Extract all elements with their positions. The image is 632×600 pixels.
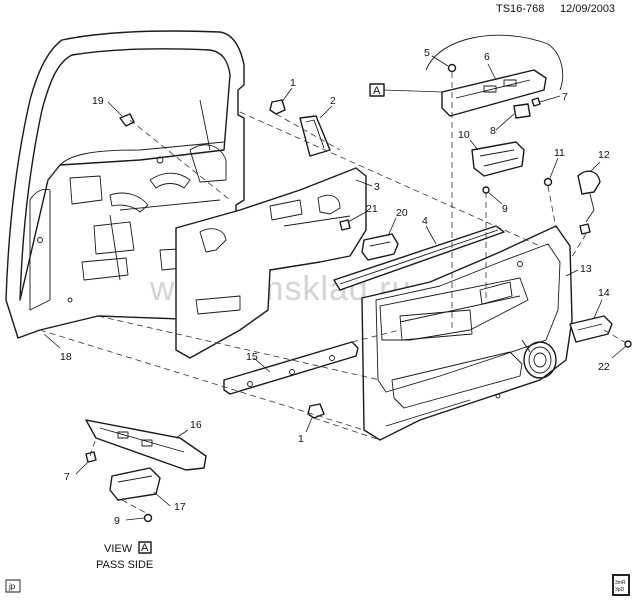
- callout-1-repeat: 1: [298, 433, 304, 445]
- switch-8: [513, 103, 531, 119]
- view-a-screw-9: [143, 513, 153, 523]
- diagram-code: TS16-768: [496, 3, 544, 15]
- callout-20: 20: [396, 207, 408, 219]
- corner-mark-left-text: jp: [8, 582, 16, 591]
- svg-text:3pD: 3pD: [615, 587, 625, 593]
- push-retainer-top: [269, 99, 286, 115]
- callout-6: 6: [484, 51, 490, 63]
- callout-numbers: 1 2 3 4 5 6 7 8 9 10 11 12 13 14 15 16 1…: [60, 47, 610, 527]
- callout-13: 13: [580, 263, 592, 275]
- callout-18: 18: [60, 351, 72, 363]
- callout-2: 2: [330, 95, 336, 107]
- pull-cup: [569, 315, 613, 343]
- callout-16: 16: [190, 419, 202, 431]
- callout-3: 3: [374, 181, 380, 193]
- door-trim-panel: [361, 225, 573, 441]
- view-caption-side: PASS SIDE: [96, 559, 153, 571]
- lower-rail: [223, 341, 359, 395]
- callout-22: 22: [598, 361, 610, 373]
- clip-7-top: [531, 97, 541, 107]
- inside-handle: [361, 233, 399, 261]
- push-retainer-bottom: [307, 403, 325, 419]
- view-a-reference: A: [369, 83, 443, 97]
- callout-11: 11: [554, 147, 565, 159]
- lock-rod-assembly: [577, 170, 601, 235]
- water-deflector: [175, 167, 367, 359]
- callout-12: 12: [598, 149, 610, 161]
- callout-14: 14: [598, 287, 610, 299]
- switch-bezel: [441, 69, 547, 117]
- screw-5: [447, 63, 457, 73]
- callout-leaders: [43, 55, 627, 521]
- callout-5: 5: [424, 47, 430, 59]
- retainer-21: [339, 219, 351, 231]
- screw-11: [543, 177, 553, 187]
- window-switch-assembly: [471, 141, 525, 177]
- callout-17: 17: [174, 501, 186, 513]
- view-caption: VIEW A PASS SIDE: [96, 541, 153, 571]
- callout-19: 19: [92, 95, 104, 107]
- callout-9-repeat: 9: [114, 515, 120, 527]
- view-a-detail-outline: [425, 34, 564, 91]
- callout-15: 15: [246, 351, 258, 363]
- view-caption-letter: A: [141, 542, 149, 554]
- screw-22: [624, 340, 632, 348]
- callout-10: 10: [458, 129, 470, 141]
- callout-7: 7: [562, 91, 568, 103]
- callout-4: 4: [422, 215, 428, 227]
- callout-7-repeat: 7: [64, 471, 70, 483]
- view-a-switch-17: [109, 467, 161, 501]
- callout-9: 9: [502, 203, 508, 215]
- corner-logo-right: 3mR 3pD: [612, 574, 630, 596]
- assembly-lines: [39, 72, 629, 515]
- callout-1: 1: [290, 77, 296, 89]
- callout-21: 21: [366, 203, 378, 215]
- callout-8: 8: [490, 125, 496, 137]
- svg-text:3mR: 3mR: [615, 580, 626, 586]
- clip: [119, 113, 135, 127]
- diagram-date: 12/09/2003: [560, 3, 615, 15]
- view-a-bezel: [85, 419, 207, 471]
- view-a-box-letter: A: [373, 85, 381, 97]
- view-caption-prefix: VIEW: [104, 543, 133, 555]
- window-sealing-strip: [333, 225, 505, 291]
- corner-mark-left: jp: [5, 579, 21, 593]
